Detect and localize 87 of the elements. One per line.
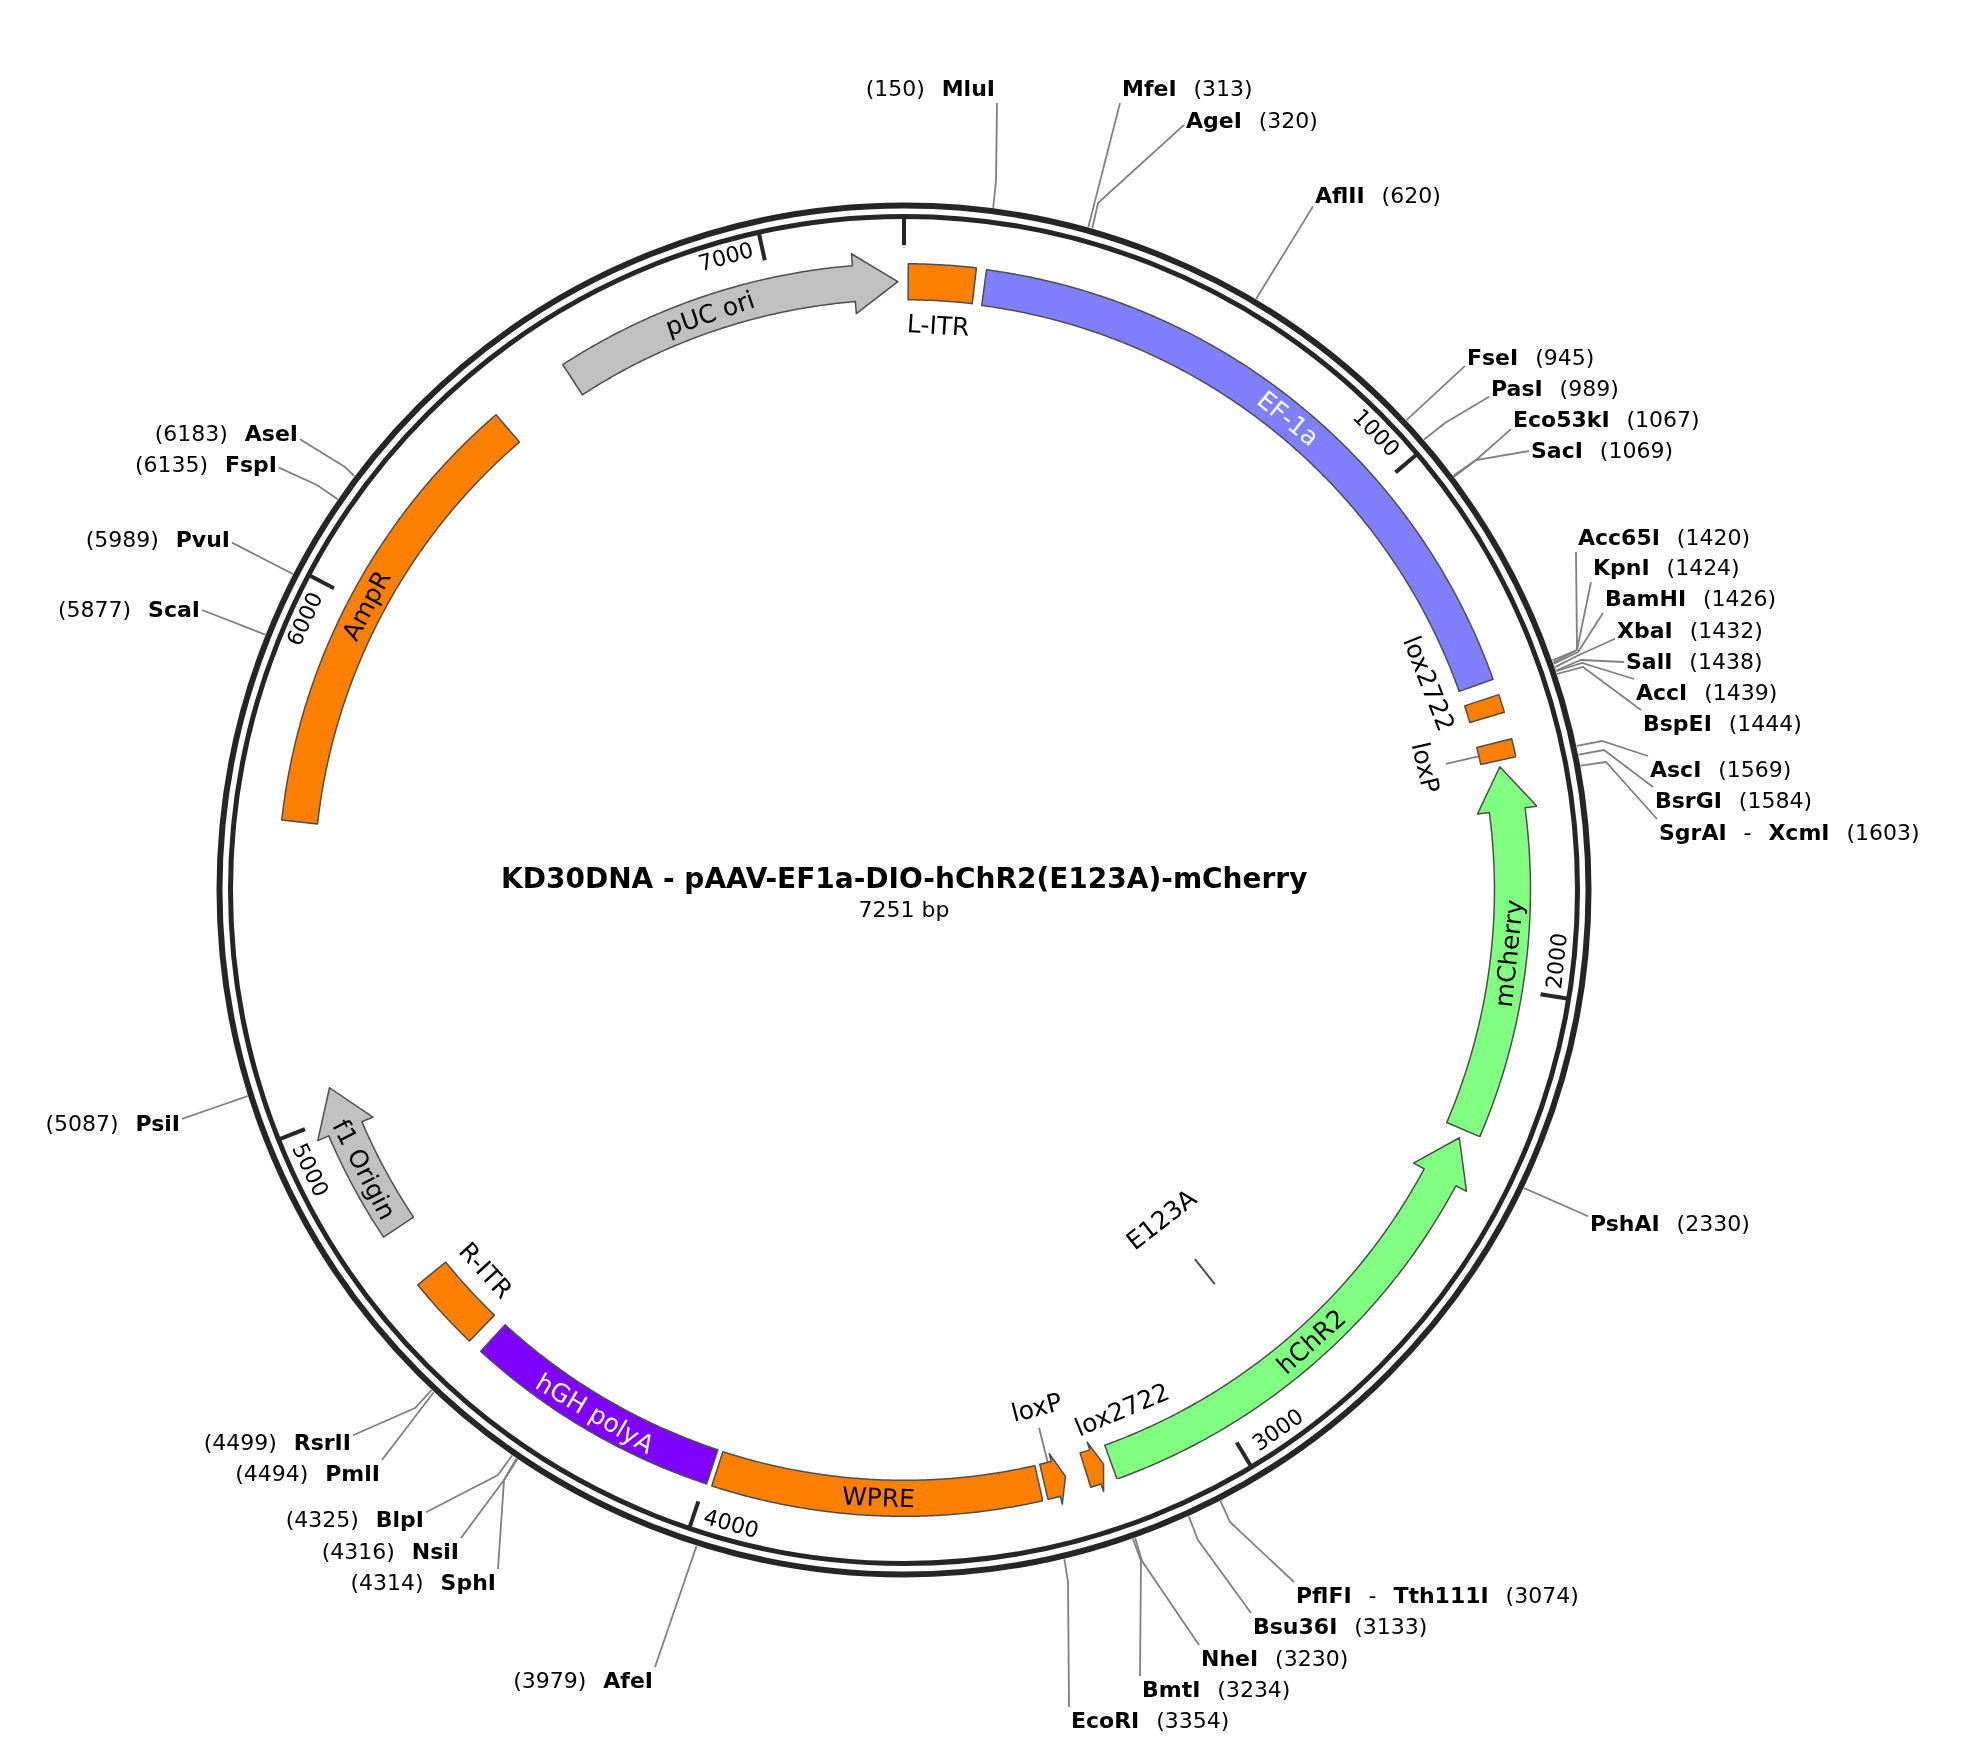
site-label: SgrAI - XcmI (1603)	[1659, 820, 1920, 846]
site-label: (4499) RsrII	[203, 1430, 351, 1456]
site-label: SacI (1069)	[1531, 438, 1673, 464]
feature-arc	[1445, 765, 1538, 1138]
site-label: NheI (3230)	[1201, 1646, 1349, 1672]
leader-line	[1452, 428, 1512, 477]
leader-line	[231, 541, 294, 575]
leader-line	[201, 609, 267, 636]
site-label: BsrGI (1584)	[1655, 788, 1813, 814]
feature-label: mCherry	[1489, 898, 1528, 1009]
leader-line	[352, 1389, 433, 1437]
site-label: XbaI (1432)	[1617, 618, 1763, 644]
feature-label: loxP	[1406, 739, 1445, 796]
site-label: MfeI (313)	[1122, 76, 1253, 102]
leader-line	[1551, 551, 1578, 662]
feature-label: WPRE	[841, 1482, 916, 1513]
site-label: Bsu36I (3133)	[1253, 1614, 1428, 1640]
leader-line	[460, 1457, 518, 1539]
tick-label: 6000	[283, 589, 327, 650]
leader-line	[497, 1458, 519, 1570]
leader-line	[1453, 450, 1530, 478]
site-label: AccI (1439)	[1636, 680, 1778, 706]
feature-arc	[1038, 1452, 1067, 1505]
leader-line	[992, 102, 998, 209]
leader-line	[1555, 662, 1635, 680]
leader-line	[1091, 124, 1185, 230]
leader-line	[1577, 749, 1654, 788]
site-label: EcoRI (3354)	[1071, 1708, 1230, 1734]
site-label: AflII (620)	[1315, 183, 1441, 209]
site-label: AgeI (320)	[1186, 108, 1318, 134]
leader-line	[1554, 637, 1616, 668]
leader-line	[1575, 740, 1649, 757]
leader-line	[1038, 1426, 1049, 1464]
map-title: KD30DNA - pAAV-EF1a-DIO-hChR2(E123A)-mCherry	[501, 862, 1308, 896]
leader-line	[1555, 659, 1625, 672]
leader-line	[381, 1391, 435, 1461]
site-label: (4494) PmlI	[235, 1461, 380, 1487]
feature-arc	[480, 1324, 719, 1485]
leader-line	[1556, 666, 1642, 711]
site-label: KpnI (1424)	[1593, 555, 1740, 581]
site-label: (6135) FspI	[134, 452, 277, 478]
tick-label: 2000	[1543, 932, 1572, 991]
tick-label: 4000	[700, 1505, 761, 1542]
leader-line	[425, 1454, 513, 1514]
site-label: (3979) AfeI	[513, 1668, 653, 1694]
site-label: PasI (989)	[1491, 376, 1619, 402]
site-label: PflFI - Tth111I (3074)	[1296, 1583, 1579, 1609]
leader-line	[1134, 1537, 1200, 1646]
leader-line	[299, 438, 356, 478]
site-label: (4316) NsiI	[321, 1539, 459, 1565]
site-label: (5989) PvuI	[85, 527, 230, 553]
feature-arc	[1475, 737, 1517, 766]
leader-line	[1523, 1187, 1589, 1218]
site-label: BamHI (1426)	[1605, 586, 1777, 612]
site-label: (5087) PsiI	[45, 1111, 180, 1137]
site-label: PshAI (2330)	[1590, 1211, 1750, 1237]
leader-line	[1187, 1515, 1252, 1614]
site-label: SalI (1438)	[1626, 649, 1763, 675]
feature-label: loxP	[1008, 1387, 1065, 1427]
site-label: (4314) SphI	[350, 1570, 496, 1596]
leader-line	[1405, 364, 1466, 421]
leader-line	[1132, 1537, 1142, 1677]
leader-line	[1255, 205, 1314, 300]
leader-line	[181, 1095, 249, 1120]
site-label: Eco53kI (1067)	[1513, 407, 1700, 433]
site-label: (6183) AseI	[154, 421, 298, 447]
site-label: (5877) ScaI	[58, 597, 200, 623]
site-label: FseI (945)	[1467, 345, 1595, 371]
sequence-length: 7251 bp	[858, 897, 950, 923]
leader-line	[1552, 612, 1604, 665]
site-label: AscI (1569)	[1650, 757, 1792, 783]
leader-line	[1552, 581, 1592, 664]
leader-line	[1423, 395, 1490, 441]
leader-line	[1087, 102, 1121, 229]
leader-line	[1219, 1500, 1295, 1583]
site-label: Acc65I (1420)	[1578, 525, 1750, 551]
site-label: BmtI (3234)	[1142, 1677, 1291, 1703]
leader-line	[278, 466, 339, 501]
site-label: (4325) BlpI	[285, 1507, 424, 1533]
feature-label: L-ITR	[906, 309, 971, 341]
tick-label: 7000	[696, 239, 757, 276]
feature-label: pUC ori	[662, 286, 758, 342]
leader-line	[1063, 1558, 1070, 1708]
leader-line	[654, 1545, 698, 1668]
leader-line	[1579, 761, 1658, 820]
site-label: BspEI (1444)	[1643, 711, 1802, 737]
site-label: (150) MluI	[865, 76, 995, 102]
